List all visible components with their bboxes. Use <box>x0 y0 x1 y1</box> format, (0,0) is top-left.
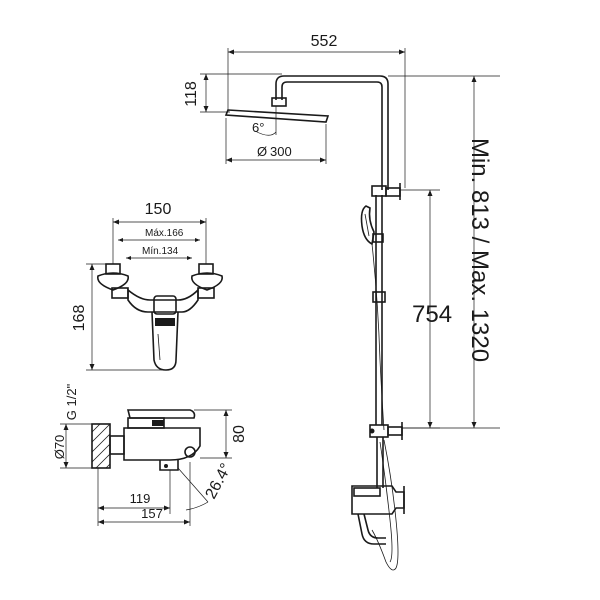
mixer-front-view <box>97 263 223 371</box>
head-connector <box>271 97 287 107</box>
shower-column <box>224 75 405 571</box>
dim-spout-angle: 26.4° <box>177 461 236 511</box>
dim-mixer-centers: 150 Máx.166 Mín.134 <box>112 201 207 264</box>
label-6deg: 6° <box>252 120 264 135</box>
dim-flange: Ø70 G 1/2" <box>52 383 92 469</box>
spout-outlet <box>164 464 168 468</box>
label-754: 754 <box>412 301 452 328</box>
column-mixer-lever <box>353 487 381 497</box>
flange-hatch <box>91 423 111 469</box>
dim-body-height: 80 <box>194 409 248 459</box>
hand-shower-hose <box>371 243 385 431</box>
hose-loop-outer <box>371 439 399 571</box>
dim-tilt-angle: 6° <box>252 106 277 136</box>
lever-highlight <box>157 333 161 361</box>
dim-head-height: 118 <box>183 73 282 113</box>
mixer-body <box>127 288 199 313</box>
column-spout <box>357 513 386 545</box>
rain-head <box>224 109 330 123</box>
left-escutcheon <box>97 272 129 291</box>
side-connector <box>109 435 125 455</box>
diverter-knob <box>369 428 375 434</box>
label-80: 80 <box>231 425 248 443</box>
dim-projection-short: 119 <box>97 468 171 526</box>
overhead-arm-outer <box>275 75 389 190</box>
dim-bar-length: 754 <box>400 189 452 429</box>
right-escutcheon <box>191 272 223 291</box>
dim-width-total: 552 <box>227 33 406 188</box>
label-168: 168 <box>71 305 88 332</box>
wall-flange <box>91 423 111 469</box>
label-height-range: Min. 813 / Max. 1320 <box>466 138 493 362</box>
hand-shower <box>360 205 375 246</box>
label-300: 300 <box>270 144 292 159</box>
label-thread: G 1/2" <box>64 383 79 420</box>
side-lever <box>126 409 196 419</box>
dim-projection-long: 157 <box>98 462 191 526</box>
dim-head-diameter: Ø 300 <box>225 118 327 164</box>
lower-bracket-arm <box>387 426 403 436</box>
dim-mixer-height: 168 <box>71 263 166 371</box>
label-min-134: Mín.134 <box>142 246 179 257</box>
column-spout-inner <box>363 513 386 539</box>
overhead-arm-inner <box>281 81 383 190</box>
column-mixer-body <box>351 485 405 515</box>
side-mark <box>152 420 164 426</box>
hose-loop-inner <box>379 441 393 563</box>
dim-column-height: Min. 813 / Max. 1320 <box>388 75 500 429</box>
side-body <box>123 427 201 461</box>
mixer-side-view <box>91 409 201 471</box>
label-119: 119 <box>130 491 151 506</box>
label-552: 552 <box>311 33 338 50</box>
lever-band <box>155 318 175 326</box>
diverter-knob-side <box>184 446 196 458</box>
hand-shower-face <box>364 213 370 237</box>
side-spout <box>159 460 179 471</box>
label-150: 150 <box>145 201 172 218</box>
slide-holder <box>372 291 386 303</box>
label-diameter-symbol: Ø <box>257 144 267 159</box>
label-max-166: Máx.166 <box>145 228 184 239</box>
cartridge <box>153 295 177 315</box>
label-26-4: 26.4° <box>203 461 236 502</box>
label-157: 157 <box>141 506 163 521</box>
upper-bracket <box>371 185 387 197</box>
label-118: 118 <box>183 81 200 107</box>
label-d70: Ø70 <box>52 435 67 460</box>
